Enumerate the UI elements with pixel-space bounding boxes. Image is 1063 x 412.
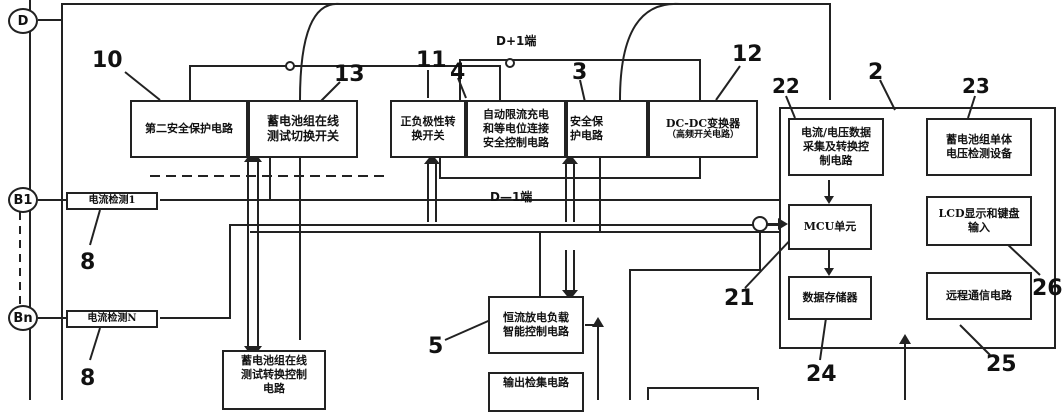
arrowhead-mid2-up (562, 154, 578, 164)
lcd-keyboard-box: LCD显示和键盘输入 (926, 196, 1032, 246)
circuit-diagram (19, 0, 1056, 400)
arc-left (299, 2, 341, 101)
ref-number-8a: 8 (80, 250, 96, 275)
ref-number-25: 25 (986, 352, 1017, 377)
arrowhead-feedback (592, 317, 604, 327)
pointer-4 (457, 77, 467, 99)
bottom-right-box (647, 387, 759, 400)
pointer-21 (744, 234, 796, 289)
bus-label-bottom: D—1端 (490, 190, 533, 204)
arrow-col-mid1 (427, 162, 437, 222)
top-loop-left (189, 65, 501, 100)
pointer-5 (444, 317, 496, 341)
data-acquisition-box: 电流/电压数据采集及转换控制电路 (788, 118, 884, 176)
safety-protection-box: 安全保护电路 (566, 100, 648, 158)
arrowhead-5-down (562, 290, 578, 300)
junction-mcu (752, 216, 768, 232)
top-loop-right (459, 59, 701, 100)
arrowhead-mcu (778, 218, 788, 230)
arc-right (619, 2, 681, 101)
ref-number-5: 5 (428, 334, 444, 359)
current-detector-n: 电流检测N (66, 310, 158, 328)
ref-number-24: 24 (806, 362, 837, 387)
ref-number-23: 23 (962, 74, 990, 98)
pointer-2 (879, 79, 896, 111)
junction-top-2 (505, 58, 515, 68)
pointer-3 (579, 79, 586, 103)
ref-number-13: 13 (334, 62, 365, 87)
pointer-12 (715, 65, 741, 101)
online-test-switch-control-box: 蓄电池组在线测试转换控制电路 (222, 350, 326, 410)
arrow-col-5 (565, 250, 575, 292)
pointer-13 (319, 81, 341, 103)
pointer-24 (819, 317, 827, 361)
pointer-23 (967, 95, 976, 119)
bus-label-top: D+1端 (496, 34, 537, 48)
data-storage-box: 数据存储器 (788, 276, 872, 320)
arrowhead-right-box (899, 334, 911, 344)
ref-number-11: 11 (416, 48, 447, 73)
bottom-loop (439, 158, 701, 179)
constant-discharge-load-box: 恒流放电负载智能控制电路 (488, 296, 584, 354)
pointer-8b (89, 327, 101, 361)
terminal-d: D (8, 8, 38, 34)
link-feedback (585, 324, 599, 400)
ref-number-10: 10 (92, 48, 123, 73)
arrow-col-left (247, 160, 259, 350)
terminal-b1: B1 (8, 187, 38, 213)
terminal-bn: Bn (8, 305, 38, 331)
polarity-switch-box: 正负极性转换开关 (390, 100, 466, 158)
ref-number-26: 26 (1032, 276, 1063, 301)
ref-number-8b: 8 (80, 366, 96, 391)
pointer-26 (1004, 241, 1041, 276)
current-limit-charge-control-box: 自动限流充电和等电位连接安全控制电路 (466, 100, 566, 158)
ref-number-3: 3 (572, 60, 588, 85)
arrowhead-21-24 (824, 268, 834, 276)
cell-voltage-detection-box: 蓄电池组单体电压检测设备 (926, 118, 1032, 176)
output-detection-box: 输出检集电路 (488, 372, 584, 412)
online-test-switch-box: 蓄电池组在线测试切换开关 (248, 100, 358, 158)
mcu-unit-box: MCU单元 (788, 204, 872, 250)
pointer-8a (89, 209, 101, 246)
pointer-25 (959, 324, 991, 356)
junction-top-1 (285, 61, 295, 71)
arrowhead-22-21 (824, 196, 834, 204)
ref-number-2: 2 (868, 60, 884, 85)
dcdc-converter-box: DC-DC变换器（高频开关电路） (648, 100, 758, 158)
bus-line-2 (160, 224, 780, 319)
ref-number-21: 21 (724, 286, 755, 311)
current-detector-1: 电流检测1 (66, 192, 158, 210)
ref-number-12: 12 (732, 42, 763, 67)
pointer-22 (785, 95, 796, 119)
link-ctrl-right (629, 224, 761, 400)
arrowhead-mid1-up (424, 154, 440, 164)
ref-number-4: 4 (450, 60, 466, 85)
second-safety-protection-box: 第二安全保护电路 (130, 100, 248, 158)
pointer-10 (124, 71, 161, 101)
remote-communication-box: 远程通信电路 (926, 272, 1032, 320)
arrow-col-mid2 (565, 162, 575, 222)
ref-number-22: 22 (772, 74, 800, 98)
